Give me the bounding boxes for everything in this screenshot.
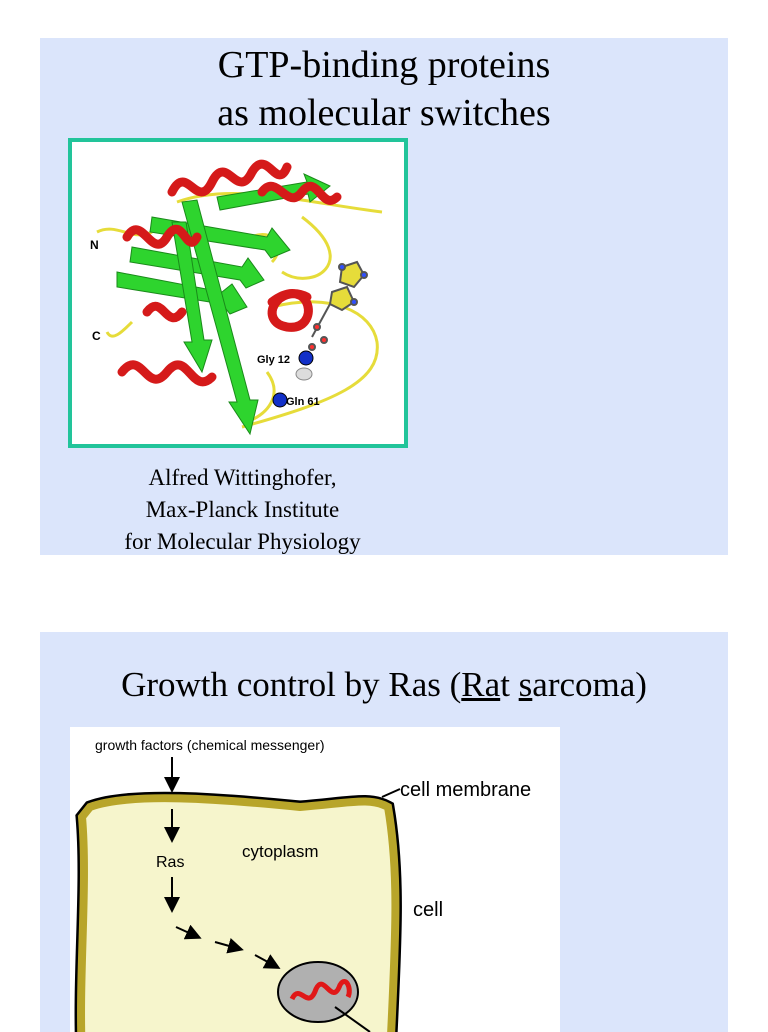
slide-1-title-line-2: as molecular switches — [217, 92, 551, 134]
protein-ribbon-illustration: N C Gly 12 Gln 61 — [90, 159, 383, 436]
cell-membrane-label: cell membrane — [400, 779, 532, 801]
caption-line-3: for Molecular Physiology — [124, 529, 361, 554]
ras-protein-structure-figure: N C Gly 12 Gln 61 — [68, 138, 408, 448]
cell-label: cell — [413, 899, 444, 921]
caption-line-1: Alfred Wittinghofer, — [148, 465, 337, 490]
nucleus — [277, 961, 359, 1023]
cell-diagram-illustration — [74, 757, 402, 1032]
caption-line-2: Max-Planck Institute — [145, 497, 340, 522]
gln61-atom-marker — [272, 392, 288, 408]
growth-factors-label: growth factors (chemical messenger) — [95, 737, 325, 753]
gly12-atom-marker — [298, 350, 314, 366]
gln61-label: Gln 61 — [286, 396, 320, 408]
c-terminus-label: C — [92, 329, 101, 343]
slide-2: Growth control by Ras (Rat sarcoma) — [40, 632, 728, 1032]
slide-2-title: Growth control by Ras (Rat sarcoma) — [40, 665, 728, 705]
n-terminus-label: N — [90, 238, 99, 252]
title-rat-rest: t — [500, 665, 519, 704]
slide-1: GTP-binding proteins as molecular switch… — [40, 38, 728, 555]
slide-1-title-line-1: GTP-binding proteins — [217, 44, 551, 86]
cytoplasm-label: cytoplasm — [242, 842, 319, 861]
ras-label: Ras — [156, 854, 185, 871]
gly12-label: Gly 12 — [257, 354, 290, 366]
title-rat-underlined: Ra — [461, 665, 501, 704]
title-part-1: Growth control by Ras ( — [121, 665, 462, 704]
ras-signaling-diagram: growth factors (chemical messenger) cell… — [70, 727, 560, 1032]
title-s-underlined: s — [518, 665, 533, 704]
title-rest: arcoma) — [532, 665, 647, 704]
dna-strand — [289, 979, 352, 1001]
